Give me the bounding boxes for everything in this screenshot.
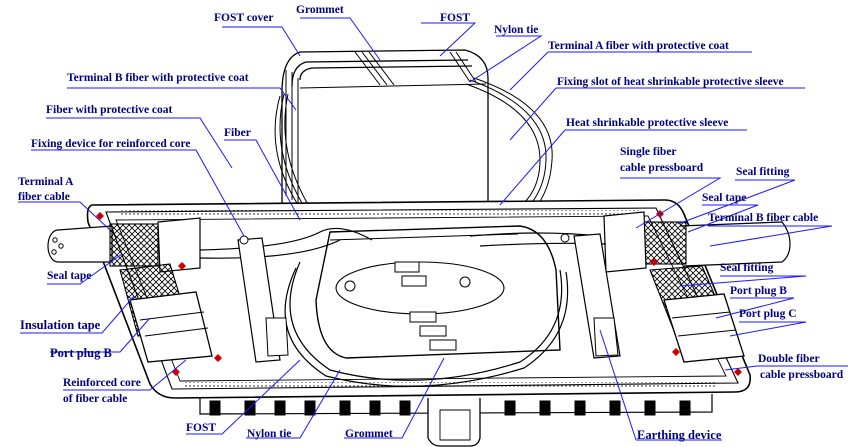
label-nylon-tie-top: Nylon tie bbox=[494, 24, 539, 36]
label-terminal-b-cable: Terminal B fiber cable bbox=[708, 212, 819, 224]
label-fost-bottom: FOST bbox=[186, 422, 217, 434]
label-earthing-device: Earthing device bbox=[637, 428, 722, 442]
label-fost-cover: FOST cover bbox=[214, 12, 274, 24]
label-nylon-tie-bottom: Nylon tie bbox=[247, 428, 292, 440]
label-single-fiber-2: cable pressboard bbox=[620, 162, 704, 174]
label-port-plug-c: Port plug C bbox=[739, 308, 797, 320]
label-fixing-device: Fixing device for reinforced core bbox=[31, 138, 191, 150]
left-cable bbox=[47, 217, 213, 363]
label-reinforced-2: of fiber cable bbox=[63, 393, 128, 405]
label-port-plug-b-right: Port plug B bbox=[730, 285, 787, 297]
fost-cover-box bbox=[281, 49, 489, 223]
label-terminal-a-cable-1: Terminal A bbox=[18, 176, 74, 188]
grommet-bands bbox=[354, 51, 477, 86]
label-grommet-top: Grommet bbox=[296, 4, 344, 16]
label-double-fiber-2: cable pressboard bbox=[760, 369, 844, 381]
label-grommet-bottom: Grommet bbox=[345, 428, 393, 440]
label-seal-fitting-right2: Seal fitting bbox=[720, 262, 774, 274]
label-fiber-with-coat: Fiber with protective coat bbox=[46, 104, 173, 116]
label-terminal-a-fiber-coat: Terminal A fiber with protective coat bbox=[548, 40, 729, 52]
label-reinforced-1: Reinforced core bbox=[63, 377, 141, 389]
leader-lines bbox=[18, 17, 848, 441]
right-cable bbox=[603, 211, 791, 363]
label-terminal-a-cable-2: fiber cable bbox=[18, 191, 70, 203]
label-single-fiber-1: Single fiber bbox=[620, 146, 677, 158]
label-fiber: Fiber bbox=[224, 127, 251, 139]
label-seal-fitting-right: Seal fitting bbox=[736, 166, 790, 178]
label-seal-tape-right: Seal tape bbox=[702, 192, 747, 204]
label-seal-tape-left: Seal tape bbox=[47, 270, 92, 282]
label-double-fiber-1: Double fiber bbox=[758, 353, 820, 365]
label-insulation-tape: Insulation tape bbox=[20, 318, 101, 332]
label-fixing-slot: Fixing slot of heat shrinkable protectiv… bbox=[557, 76, 784, 88]
splice-tray bbox=[315, 225, 561, 359]
label-heat-sleeve: Heat shrinkable protective sleeve bbox=[566, 117, 729, 129]
label-terminal-b-fiber-coat: Terminal B fiber with protective coat bbox=[67, 72, 249, 84]
label-fost-top: FOST bbox=[440, 12, 471, 24]
warning-marks bbox=[96, 210, 742, 376]
label-port-plug-b-left: Port plug B bbox=[50, 346, 112, 360]
fixing-posts bbox=[237, 233, 621, 363]
